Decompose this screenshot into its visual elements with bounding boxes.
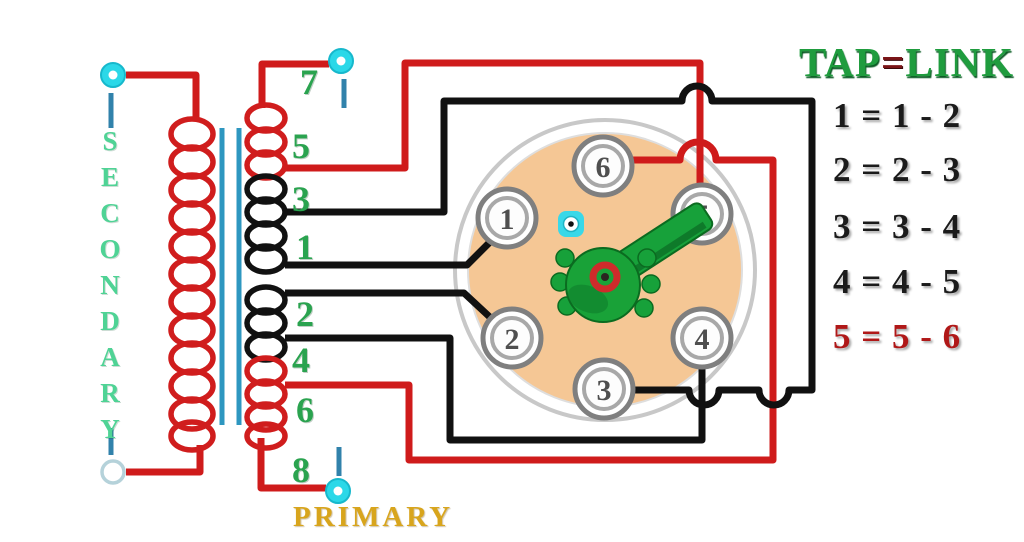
primary-winding-lower (244, 284, 288, 451)
secondary-top-terminal-dot (100, 62, 126, 88)
tap-number-8: 8 (292, 450, 310, 490)
secondary-winding (168, 116, 216, 453)
secondary-label: SECONDARY (95, 126, 125, 450)
dial-terminal-1: 1 (475, 186, 539, 250)
tap-number-4: 4 (292, 340, 310, 380)
wire-tap7-lead (258, 60, 329, 108)
dial-terminal-6: 6 (571, 134, 635, 198)
transformer-core (219, 128, 242, 425)
dial-terminal-6-number: 6 (596, 151, 611, 184)
wire-secondary-bottom-lead (126, 445, 204, 476)
legend-row-1: 1 = 1 - 2 (833, 96, 962, 135)
knob-base-shade (567, 284, 609, 314)
tap-number-7: 7 (300, 62, 318, 102)
primary-bottom-terminal-dot (325, 478, 351, 504)
legend-title-link: LINK (905, 39, 1015, 85)
dial-terminal-3-number: 3 (597, 374, 612, 407)
tap-number-5: 5 (292, 126, 310, 166)
legend-title-equals: = (880, 39, 906, 85)
wire-secondary-top-lead (126, 71, 200, 120)
wire-tap1-to-terminal1 (285, 236, 496, 269)
knob-pivot-ring (589, 261, 621, 293)
dial-terminal-3: 3 (572, 357, 636, 421)
legend-row-5: 5 = 5 - 6 (833, 317, 962, 356)
legend-row-4: 4 = 4 - 5 (833, 262, 962, 301)
transformer (168, 102, 288, 453)
dial-terminal-2: 2 (480, 306, 544, 370)
legend-title-tap: TAP (799, 39, 881, 85)
external-terminals (100, 48, 354, 504)
dial-terminal-4-number: 4 (695, 323, 710, 356)
knob-pivot-dot (601, 273, 609, 281)
wire-tap8-lead (257, 438, 326, 492)
legend-title: TAP=LINK (799, 38, 1014, 86)
legend-row-2: 2 = 2 - 3 (833, 150, 962, 189)
wire-tap2-to-terminal2 (285, 289, 496, 323)
selector-knob (550, 202, 714, 323)
tap-number-6: 6 (296, 390, 314, 430)
primary-top-terminal-dot (328, 48, 354, 74)
wire-tap4-to-terminal4 (285, 334, 706, 444)
legend-row-3: 3 = 3 - 4 (833, 207, 962, 246)
tap-number-2: 2 (296, 294, 314, 334)
primary-winding-upper (244, 102, 288, 275)
dial-indicator-dot (558, 211, 584, 237)
dial-terminal-2-number: 2 (505, 323, 520, 356)
primary-label: PRIMARY (293, 501, 454, 533)
tap-number-1: 1 (296, 227, 314, 267)
terminal-stubs (108, 79, 347, 476)
wire-tap5-to-terminal5 (285, 59, 704, 187)
secondary-bottom-terminal-dot (100, 459, 126, 485)
dial-terminal-4: 4 (670, 306, 734, 370)
dial-terminal-1-number: 1 (500, 203, 515, 236)
tap-number-3: 3 (292, 179, 310, 219)
wire-terminal6-to-tap6 (285, 138, 777, 464)
